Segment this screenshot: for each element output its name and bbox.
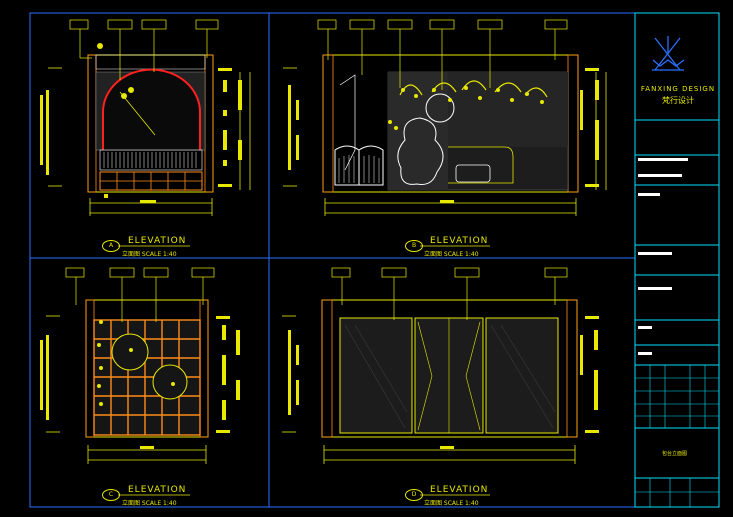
- panel-d-title: ELEVATION: [430, 485, 489, 495]
- panel-d-subtitle: 立面图 SCALE 1:40: [424, 500, 479, 507]
- drawing-name: 包台立面图: [662, 451, 688, 457]
- panel-d-marker: D: [405, 489, 423, 501]
- panel-c-subtitle: 立面图 SCALE 1:40: [122, 500, 177, 507]
- panel-a-title: ELEVATION: [128, 236, 187, 246]
- panel-c-title: ELEVATION: [128, 485, 187, 495]
- elevation-b: [283, 19, 607, 216]
- title-block: [634, 12, 720, 508]
- elevation-a: [40, 19, 251, 216]
- panel-b-title: ELEVATION: [430, 236, 489, 246]
- fanxing-logo-icon: [652, 36, 685, 71]
- brand-name-cn: 梵行设计: [662, 96, 694, 105]
- panel-a-marker: A: [102, 240, 120, 252]
- panel-b-subtitle: 立面图 SCALE 1:40: [424, 251, 479, 258]
- brand-name: FANXING DESIGN: [640, 85, 716, 93]
- elevation-d: [282, 267, 599, 464]
- panel-c-marker: C: [102, 489, 120, 501]
- panel-b-marker: B: [405, 240, 423, 252]
- panel-a-subtitle: 立面图 SCALE 1:40: [122, 251, 177, 258]
- elevation-c: [40, 267, 240, 464]
